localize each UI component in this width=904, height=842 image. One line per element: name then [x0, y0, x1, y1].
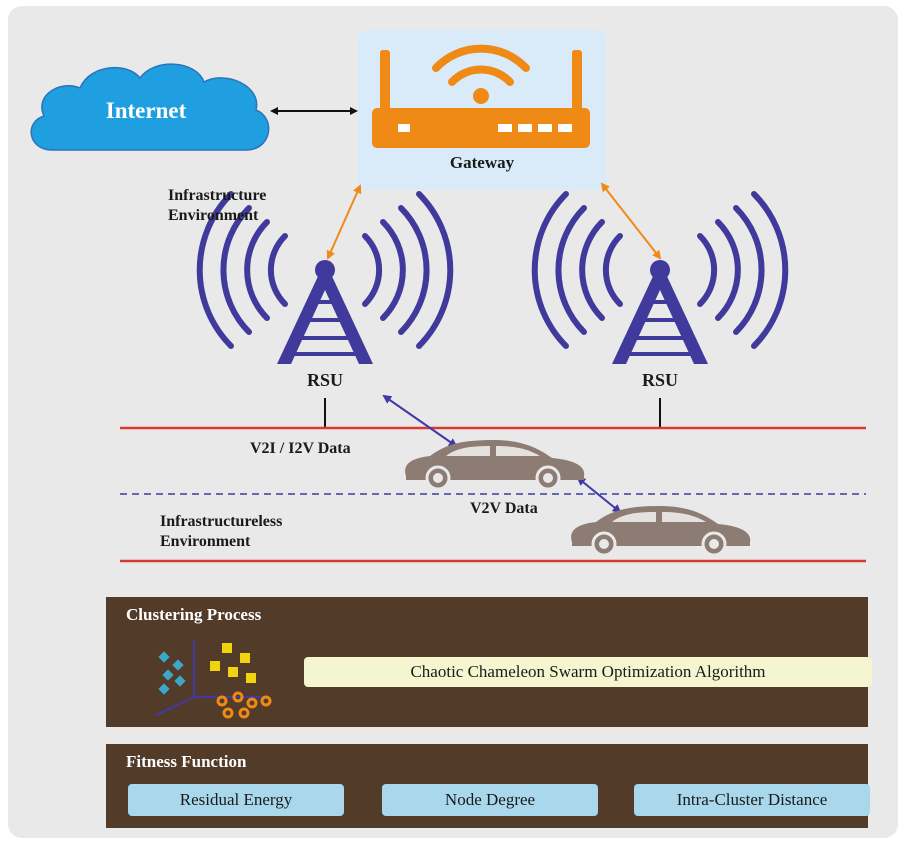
rsu-tower-icon [196, 191, 454, 364]
wifi-icon [432, 44, 530, 104]
rsu-tower-icon [531, 191, 789, 364]
rsu-label: RSU [306, 370, 343, 390]
car-icon [571, 506, 751, 557]
fitness-function-panel: Fitness Function Residual Energy Node De… [106, 744, 870, 828]
fitness-intra-cluster-distance: Intra-Cluster Distance [634, 784, 870, 816]
gateway-rsu2-link [600, 182, 662, 260]
internet-cloud-icon [30, 63, 270, 151]
clustering-process-panel: Clustering Process Chaotic Chameleo [106, 597, 872, 727]
v2v-link [576, 476, 622, 514]
v2v-data-label: V2V Data [470, 500, 538, 517]
gateway-label: Gateway [449, 153, 515, 172]
fitness-function-title: Fitness Function [126, 752, 247, 771]
fitness-node-degree: Node Degree [382, 784, 598, 816]
infrastructureless-environment-label: Infrastructureless Environment [160, 513, 283, 550]
clustering-process-title: Clustering Process [126, 605, 262, 624]
rsu-label: RSU [641, 370, 678, 390]
internet-label: Internet [105, 98, 187, 123]
gateway-rsu1-link [326, 184, 362, 260]
router-icon [372, 50, 590, 148]
infrastructure-environment-label: Infrastructure Environment [168, 187, 267, 224]
algorithm-box: Chaotic Chameleon Swarm Optimization Alg… [304, 657, 872, 687]
cluster-scatter-icon [155, 641, 272, 719]
car-icon [405, 440, 585, 491]
fitness-residual-energy: Residual Energy [128, 784, 344, 816]
v2i-data-label: V2I / I2V Data [250, 440, 351, 457]
v2i-link [382, 394, 458, 448]
